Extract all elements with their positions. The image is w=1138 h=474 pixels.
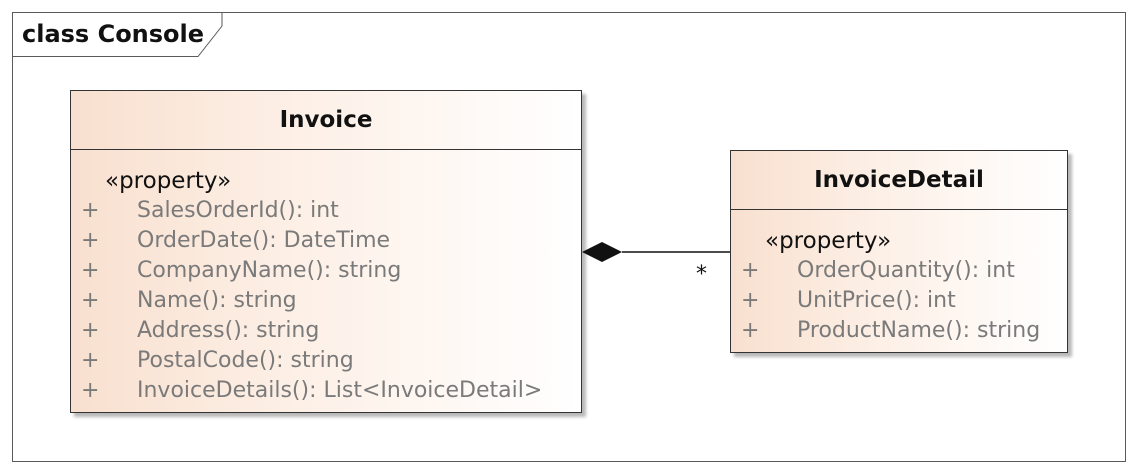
attribute-row[interactable]: + UnitPrice(): int	[741, 286, 1061, 316]
attribute-text: InvoiceDetails(): List<InvoiceDetail>	[137, 378, 543, 403]
attribute-text: UnitPrice(): int	[797, 288, 956, 313]
attribute-text: OrderQuantity(): int	[797, 258, 1015, 283]
attribute-text: PostalCode(): string	[137, 348, 354, 373]
attribute-row[interactable]: + PostalCode(): string	[81, 346, 571, 376]
attribute-row[interactable]: + Name(): string	[81, 286, 571, 316]
diagram-frame	[12, 12, 1126, 462]
attribute-text: CompanyName(): string	[137, 258, 402, 283]
attribute-row[interactable]: + SalesOrderId(): int	[81, 196, 571, 226]
attribute-visibility: +	[741, 318, 760, 343]
attribute-visibility: +	[81, 198, 100, 223]
class-invoice-stereotype: «property»	[105, 168, 232, 194]
attribute-visibility: +	[81, 378, 100, 403]
attribute-row[interactable]: + CompanyName(): string	[81, 256, 571, 286]
frame-title: class Console	[22, 20, 205, 48]
class-invoice-detail[interactable]: InvoiceDetail «property» + OrderQuantity…	[730, 150, 1068, 353]
attribute-visibility: +	[81, 258, 100, 283]
attribute-visibility: +	[81, 228, 100, 253]
attribute-text: Address(): string	[137, 318, 320, 343]
attribute-row[interactable]: + Address(): string	[81, 316, 571, 346]
class-invoice-detail-name: InvoiceDetail	[731, 151, 1067, 210]
frame-tab	[12, 12, 223, 57]
attribute-row[interactable]: + OrderDate(): DateTime	[81, 226, 571, 256]
attribute-visibility: +	[81, 348, 100, 373]
attribute-visibility: +	[741, 288, 760, 313]
attribute-visibility: +	[741, 258, 760, 283]
class-invoice[interactable]: Invoice «property» + SalesOrderId(): int…	[70, 90, 582, 413]
attribute-visibility: +	[81, 288, 100, 313]
attribute-text: SalesOrderId(): int	[137, 198, 339, 223]
attribute-text: Name(): string	[137, 288, 297, 313]
attribute-visibility: +	[81, 318, 100, 343]
attribute-text: OrderDate(): DateTime	[137, 228, 391, 253]
association-multiplicity: *	[696, 262, 707, 287]
attribute-row[interactable]: + ProductName(): string	[741, 316, 1061, 346]
class-invoice-name: Invoice	[71, 91, 581, 150]
class-invoice-detail-stereotype: «property»	[765, 228, 892, 254]
attribute-text: ProductName(): string	[797, 318, 1041, 343]
attribute-row[interactable]: + OrderQuantity(): int	[741, 256, 1061, 286]
attribute-row[interactable]: + InvoiceDetails(): List<InvoiceDetail>	[81, 376, 571, 406]
